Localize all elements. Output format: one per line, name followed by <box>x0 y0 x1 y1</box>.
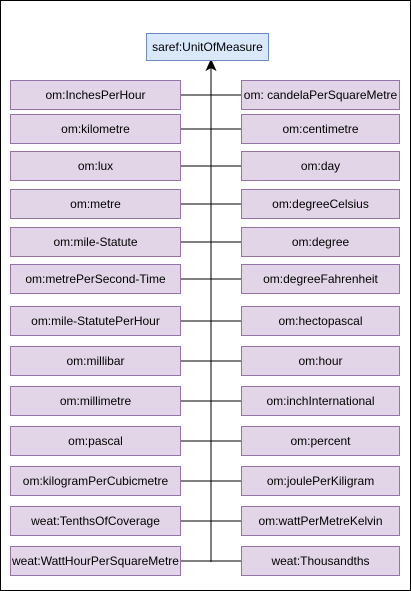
node-left-1[interactable]: om:InchesPerHour <box>10 80 181 110</box>
node-left-12[interactable]: weat:TenthsOfCoverage <box>10 506 181 536</box>
node-left-2[interactable]: om:kilometre <box>10 114 181 144</box>
node-root[interactable]: saref:UnitOfMeasure <box>146 33 269 61</box>
node-right-1[interactable]: om: candelaPerSquareMetre <box>241 80 400 110</box>
node-left-8[interactable]: om:millibar <box>10 346 181 376</box>
node-right-5[interactable]: om:degree <box>241 227 400 257</box>
branch-lines <box>181 94 241 562</box>
node-right-2[interactable]: om:centimetre <box>241 114 400 144</box>
trunk-arrowhead <box>205 58 217 72</box>
node-left-11[interactable]: om:kilogramPerCubicmetre <box>10 466 181 496</box>
node-right-8[interactable]: om:hour <box>241 346 400 376</box>
node-right-6[interactable]: om:degreeFahrenheit <box>241 264 400 294</box>
node-right-11[interactable]: om:joulePerKiligram <box>241 466 400 496</box>
node-left-7[interactable]: om:mile-StatutePerHour <box>10 306 181 336</box>
node-left-10[interactable]: om:pascal <box>10 426 181 456</box>
node-right-12[interactable]: om:wattPerMetreKelvin <box>241 506 400 536</box>
node-right-7[interactable]: om:hectopascal <box>241 306 400 336</box>
node-left-6[interactable]: om:metrePerSecond-Time <box>10 264 181 294</box>
node-right-4[interactable]: om:degreeCelsius <box>241 189 400 219</box>
node-left-4[interactable]: om:metre <box>10 189 181 219</box>
node-left-9[interactable]: om:millimetre <box>10 386 181 416</box>
node-right-3[interactable]: om:day <box>241 151 400 181</box>
node-right-9[interactable]: om:inchInternational <box>241 386 400 416</box>
node-left-5[interactable]: om:mile-Statute <box>10 227 181 257</box>
node-left-3[interactable]: om:lux <box>10 151 181 181</box>
node-right-10[interactable]: om:percent <box>241 426 400 456</box>
node-left-13[interactable]: weat:WattHourPerSquareMetre <box>10 546 181 576</box>
node-right-13[interactable]: weat:Thousandths <box>241 546 400 576</box>
